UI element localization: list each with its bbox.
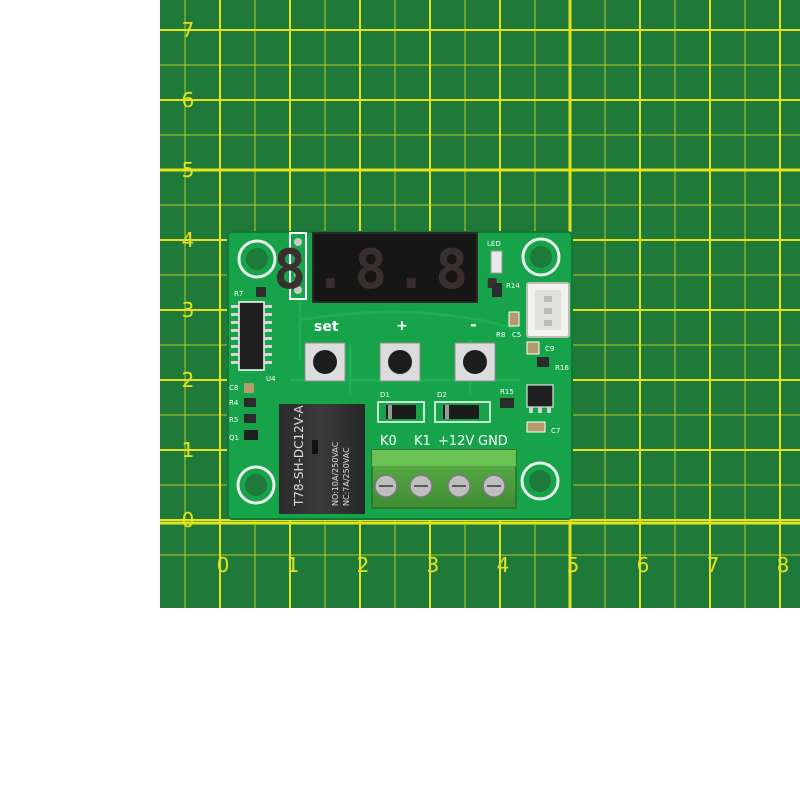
mat-y-scale: 0 1 2 3 4 5 6 7 bbox=[182, 18, 195, 532]
relay-rating-nc: NC:7A/250VAC bbox=[342, 447, 351, 506]
seven-segment-display: 8.8.8. bbox=[273, 232, 516, 303]
terminal-label-gnd: GND bbox=[478, 434, 508, 449]
relay: T78-SH-DC12V-A NO:10A/250VAC NC:7A/250VA… bbox=[279, 404, 365, 514]
y-scale-label: 3 bbox=[182, 298, 195, 322]
resistor-r15 bbox=[500, 398, 514, 408]
status-led bbox=[490, 250, 503, 274]
ref-r4: R4 bbox=[229, 399, 239, 407]
y-scale-label: 7 bbox=[182, 18, 195, 42]
terminal-label-12v: +12V bbox=[438, 434, 474, 449]
x-scale-label: 0 bbox=[217, 553, 230, 577]
diode-d1 bbox=[377, 401, 425, 423]
terminal-screws bbox=[374, 474, 506, 498]
y-scale-label: 0 bbox=[182, 508, 195, 532]
ref-led: LED bbox=[487, 240, 501, 248]
x-scale-label: 5 bbox=[567, 553, 580, 577]
y-scale-label: 1 bbox=[182, 438, 195, 462]
resistor-r14 bbox=[492, 283, 502, 297]
ref-r7: R7 bbox=[234, 290, 243, 298]
x-scale-label: 4 bbox=[497, 553, 510, 577]
minus-button[interactable] bbox=[454, 342, 496, 382]
plus-button[interactable] bbox=[379, 342, 421, 382]
plus-button-label: + bbox=[396, 318, 408, 334]
ref-c7: C7 bbox=[551, 427, 560, 435]
thermostat-pcb: 8.8.8. LED R14 C5 R8 R7 bbox=[227, 231, 573, 520]
terminal-label-k1: K1 bbox=[414, 434, 431, 449]
ref-r5: R5 bbox=[229, 416, 238, 424]
relay-rating-no: NO:10A/250VAC bbox=[331, 441, 340, 506]
ref-u4: U4 bbox=[266, 375, 276, 383]
header-pins bbox=[289, 232, 307, 300]
y-scale-label: 2 bbox=[182, 368, 195, 392]
x-scale-label: 8 bbox=[777, 553, 790, 577]
mounting-hole-tl bbox=[237, 239, 277, 279]
voltage-regulator bbox=[526, 384, 554, 413]
sensor-connector bbox=[526, 282, 570, 338]
ref-d2: D2 bbox=[437, 391, 447, 399]
x-scale-label: 3 bbox=[427, 553, 440, 577]
terminal-label-k0: K0 bbox=[380, 434, 397, 449]
resistor-r4 bbox=[244, 398, 256, 407]
ref-d1: D1 bbox=[380, 391, 390, 399]
ref-q1: Q1 bbox=[229, 434, 239, 442]
display-digits: 8.8.8. bbox=[273, 238, 516, 301]
resistor-r16 bbox=[537, 357, 549, 367]
x-scale-label: 1 bbox=[287, 553, 300, 577]
ref-r14: R14 bbox=[506, 282, 520, 290]
mat-x-scale: 0 1 2 3 4 5 6 7 8 bbox=[217, 553, 790, 577]
ref-r15: R15 bbox=[500, 388, 514, 396]
capacitor-c7 bbox=[526, 421, 546, 433]
ref-r16: R16 bbox=[555, 364, 569, 372]
relay-model-label: T78-SH-DC12V-A bbox=[292, 405, 306, 507]
set-button-label: set bbox=[314, 319, 339, 335]
mounting-hole-br bbox=[520, 461, 560, 501]
mounting-hole-bl bbox=[236, 465, 276, 505]
set-button[interactable] bbox=[304, 342, 346, 382]
y-scale-label: 6 bbox=[182, 88, 195, 112]
diode-d2 bbox=[434, 401, 491, 423]
x-scale-label: 7 bbox=[707, 553, 720, 577]
transistor-q1 bbox=[244, 430, 258, 440]
resistor-r5 bbox=[244, 414, 256, 423]
mounting-hole-tr bbox=[521, 237, 561, 277]
ref-c8: C8 bbox=[229, 384, 238, 392]
capacitor-c8 bbox=[244, 383, 254, 393]
y-scale-label: 4 bbox=[182, 228, 195, 252]
minus-button-label: - bbox=[470, 315, 477, 334]
capacitor-c5 bbox=[508, 311, 520, 327]
y-scale-label: 5 bbox=[182, 158, 195, 182]
ref-c5: C5 bbox=[512, 331, 521, 339]
x-scale-label: 6 bbox=[637, 553, 650, 577]
ref-c9: C9 bbox=[545, 345, 554, 353]
x-scale-label: 2 bbox=[357, 553, 370, 577]
ic-chip: R7 U4 bbox=[231, 287, 276, 383]
resistor-r7 bbox=[256, 287, 266, 297]
ref-r8: R8 bbox=[496, 331, 505, 339]
capacitor-c9 bbox=[526, 341, 540, 355]
